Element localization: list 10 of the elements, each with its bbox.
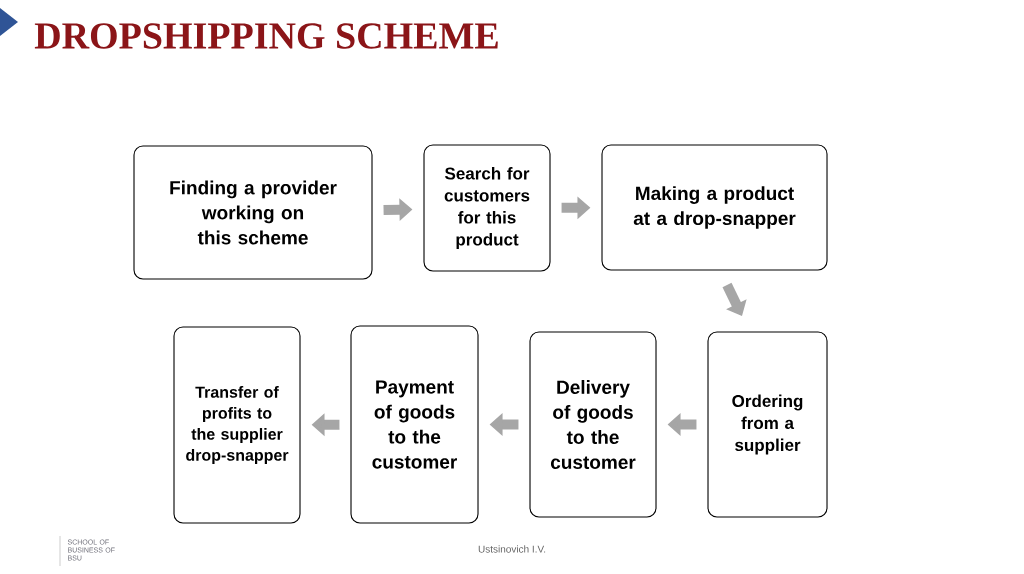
process-box: Transfer of profits to the supplier drop-snapper (173, 326, 301, 524)
process-box: Search for customers for this product (423, 144, 551, 272)
process-box: Ordering from a supplier (707, 331, 828, 518)
process-box: Payment of goods to the customer (350, 325, 479, 524)
title: DROPSHIPPING SCHEME (34, 23, 498, 49)
process-box: Making a product at a drop-snapper (601, 144, 828, 271)
block-arrow (722, 282, 747, 316)
process-box: Delivery of goods to the customer (529, 331, 657, 518)
author-name: Ustsinovich I.V. (478, 545, 546, 553)
process-box: Finding a provider working on this scheme (133, 145, 373, 280)
